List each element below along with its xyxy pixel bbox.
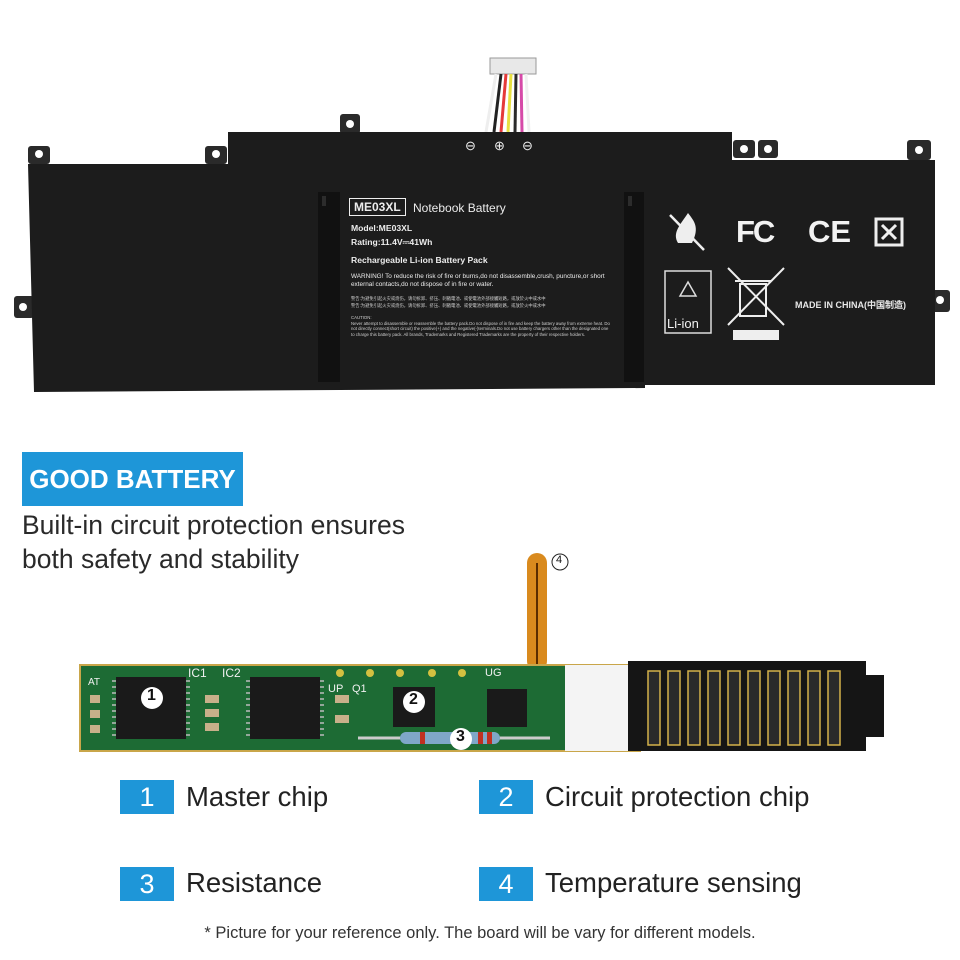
ce-logo: CE <box>808 214 852 249</box>
marker-4: 4 <box>556 554 563 566</box>
model-tag: ME03XL <box>349 198 406 216</box>
marker-1: 1 <box>147 687 156 704</box>
subtitle-line-2: both safety and stability <box>22 544 299 574</box>
pcb-drawing <box>79 553 884 752</box>
fcc-logo: FC <box>736 214 775 249</box>
legend-number-1: 1 <box>120 780 174 814</box>
warning-text: WARNING! To reduce the risk of fire or b… <box>351 273 605 288</box>
terminal-plus: ⊕ <box>494 138 505 153</box>
subtitle-line-1: Built-in circuit protection ensures <box>22 510 405 540</box>
legend-label-resistance: Resistance <box>186 867 323 898</box>
terminal-minus-left: ⊖ <box>465 138 476 153</box>
marker-3: 3 <box>456 728 465 745</box>
battery-photo: ⊖ ⊕ ⊖ ME03XL Notebook Battery Model:ME03… <box>0 0 960 410</box>
footnote: * Picture for your reference only. The b… <box>204 924 756 942</box>
made-in-label: MADE IN CHINA(中国制造) <box>795 300 906 310</box>
terminal-minus-right: ⊖ <box>522 138 533 153</box>
silk-ug: UG <box>485 667 502 679</box>
pack-line: Rechargeable Li-ion Battery Pack <box>351 255 488 265</box>
legend-number-3: 3 <box>120 867 174 901</box>
recycle-li-ion-label: Li-ion <box>667 316 699 331</box>
legend-label-circuit-protection-chip: Circuit protection chip <box>545 781 810 812</box>
silk-at: AT <box>88 677 101 688</box>
battery-title: Notebook Battery <box>413 201 506 215</box>
warning-cn-1: 警告:为避免引起火灾或烧伤，请勿拆卸、挤压、刺戳電池、或使電池外部接觸短路，或放… <box>351 296 546 301</box>
warning-cn-2: 警告:为避免引起火灾或烧伤，请勿拆卸、挤压、刺戳電池、或使電池外部接觸短路，或放… <box>351 303 546 308</box>
legend-number-4: 4 <box>479 867 533 901</box>
silk-ic2: IC2 <box>222 666 241 680</box>
battery-label: ME03XL Notebook Battery Model:ME03XL Rat… <box>343 193 620 383</box>
rating-line: Rating:11.4V⎓41Wh <box>351 237 433 247</box>
legend-label-temperature-sensing: Temperature sensing <box>545 867 802 898</box>
battery-wires <box>484 57 537 133</box>
legend-number-2: 2 <box>479 780 533 814</box>
silk-q1: Q1 <box>352 683 367 695</box>
silk-ic1: IC1 <box>188 666 207 680</box>
marker-2: 2 <box>409 691 418 708</box>
caution-text: Never attempt to disassemble or reassemb… <box>351 321 610 337</box>
model-line: Model:ME03XL <box>351 223 413 233</box>
legend-label-master-chip: Master chip <box>186 781 329 812</box>
caution-title: CAUTION: <box>351 315 372 320</box>
circuit-board-photo: 1 2 3 4 IC1 IC2 UP Q1 UG AT <box>0 545 960 760</box>
silk-up: UP <box>328 683 344 695</box>
good-battery-badge: GOOD BATTERY <box>22 452 243 506</box>
